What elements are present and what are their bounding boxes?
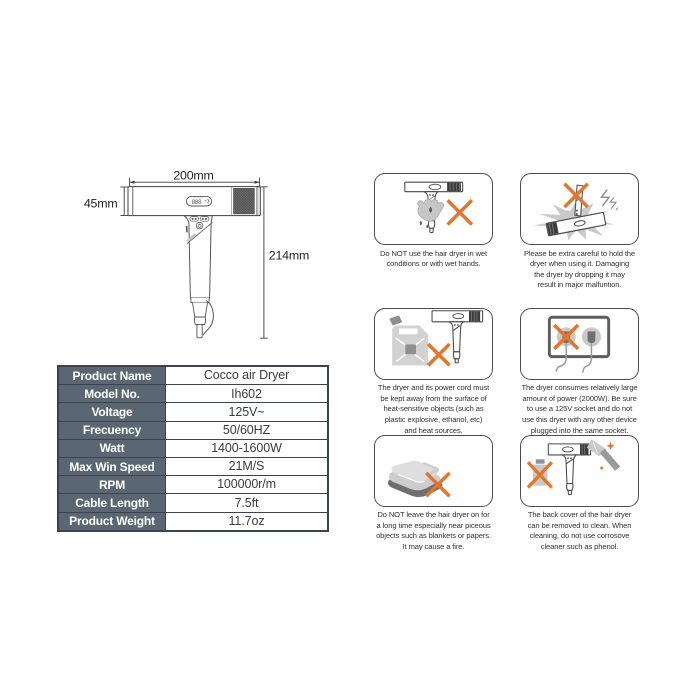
warning-caption-6: The back cover of the hair dryer can be …: [527, 510, 632, 551]
dimension-width: [129, 177, 261, 187]
spec-label: Voltage: [57, 402, 166, 422]
warning-panel-wet-hands: [374, 173, 493, 245]
blankets-icon: [387, 460, 451, 498]
dryer-grille: [233, 187, 255, 215]
dimension-height: [260, 186, 268, 339]
warning-panel-socket: [520, 308, 639, 380]
spec-label: Product Weight: [57, 511, 166, 532]
spec-label: Cable Length: [57, 493, 166, 513]
wet-hands-dryer-icon: [404, 181, 474, 234]
prohibition-x-icon: [526, 460, 553, 489]
sparkles: [599, 441, 615, 470]
dropped-dryer-icon: [533, 182, 619, 241]
warning-panel-fuel-can: [374, 308, 493, 380]
spec-label: Frecuency: [57, 420, 166, 440]
spec-value: 50/60HZ: [165, 420, 329, 440]
spec-value: 11.7oz: [165, 511, 329, 532]
spec-value: 100000r/m: [165, 475, 329, 495]
prohibition-x-icon: [563, 182, 590, 209]
dryer-dimension-diagram: 888: [84, 168, 309, 339]
fuel-can-dryer-icon: [389, 310, 484, 367]
warning-caption-1: Do NOT use the hair dryer in wet conditi…: [379, 248, 488, 269]
spec-label: Model No.: [57, 384, 166, 404]
dimension-width-label: 200mm: [173, 168, 213, 182]
dimension-diameter: [120, 186, 128, 216]
dimension-height-label: 214mm: [269, 249, 309, 263]
hand-shape: [417, 198, 445, 229]
spec-label: Max Win Speed: [57, 456, 166, 477]
shock-zigzag-shape: [600, 189, 611, 207]
display-digits: 888: [192, 199, 202, 206]
dryer-handle: [182, 215, 214, 339]
spec-value: 1400-1600W: [165, 438, 329, 458]
warning-panel-blankets: [374, 434, 493, 507]
warning-caption-5: Do NOT leave the hair dryer on for a lon…: [376, 510, 491, 551]
dryer-display: 888: [185, 195, 213, 207]
spec-value: 7.5ft: [165, 493, 329, 513]
spec-value: Cocco air Dryer: [165, 365, 329, 386]
spec-value: 125V~: [165, 402, 329, 422]
jerry-can: [389, 315, 429, 366]
warning-caption-3: The dryer and its power cord must be kep…: [377, 383, 490, 435]
warning-panel-dropped: [520, 173, 639, 245]
warning-caption-4: The dryer consumes relatively large amou…: [521, 383, 638, 435]
spec-row: Model No.Ih602: [57, 384, 329, 404]
power-socket-icon: [547, 315, 611, 373]
spec-label: Watt: [57, 438, 166, 458]
spec-value: 21M/S: [165, 456, 329, 477]
cleaning-brush: [586, 438, 621, 471]
spec-value: Ih602: [165, 384, 329, 404]
dimension-diameter-label: 45mm: [84, 196, 118, 210]
prohibition-x-icon: [426, 342, 451, 367]
prohibition-x-icon: [552, 323, 580, 351]
prohibition-x-icon: [424, 471, 451, 498]
dryer-barrel: 888: [127, 186, 261, 217]
warning-caption-2: Please be extra careful to hold the drye…: [523, 248, 636, 290]
prohibition-x-icon: [446, 199, 474, 226]
spec-label: Product Name: [57, 365, 166, 386]
spec-label: RPM: [57, 475, 166, 495]
warning-panel-cleaning: [520, 434, 639, 507]
clean-back-cover-icon: [526, 438, 621, 495]
